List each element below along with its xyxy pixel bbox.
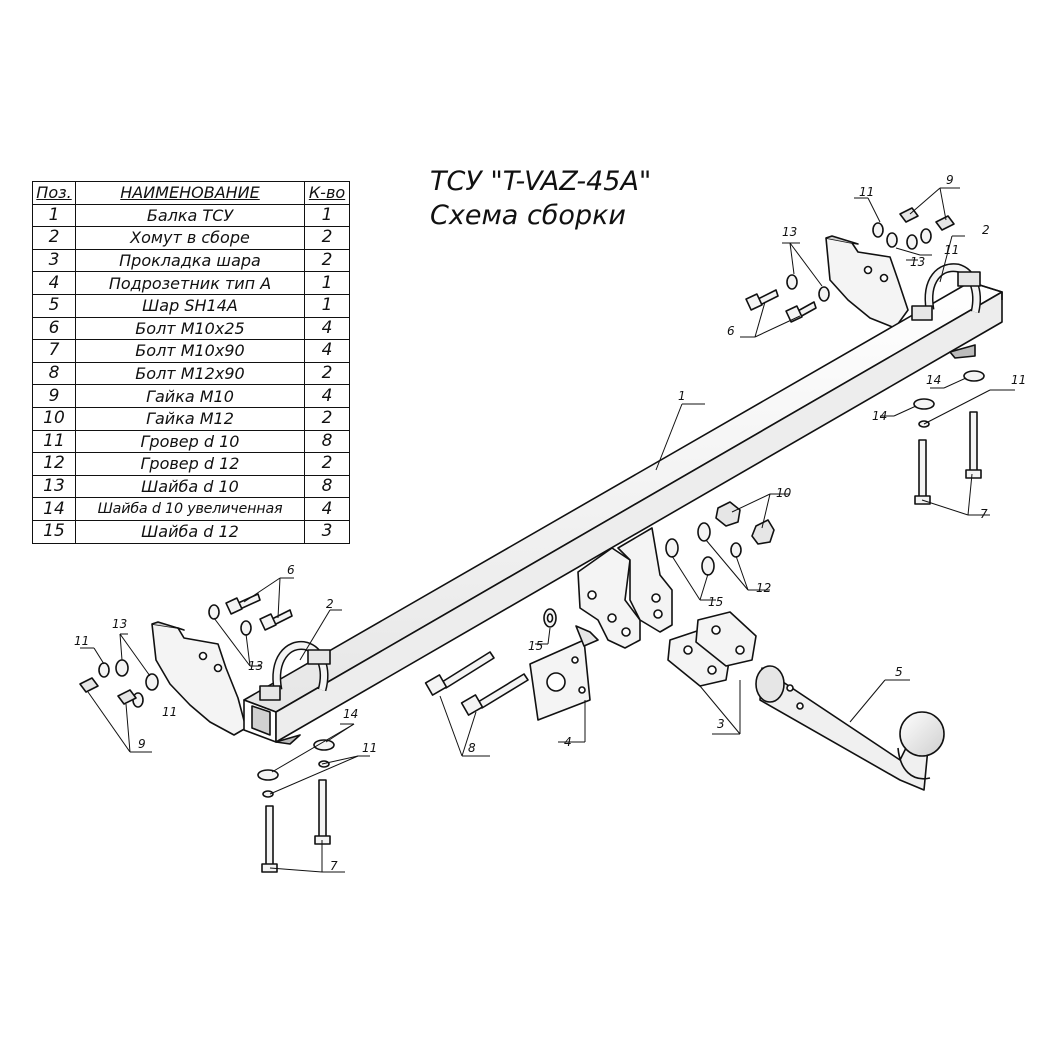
washers-right-top [786,207,955,302]
row-position: 10 [32,406,76,431]
left-clamp [259,640,331,701]
row-name: Гровер d 12 [75,452,305,476]
callout-4: 4 [564,735,572,749]
callout-12: 12 [756,581,771,595]
callout-11-c: 11 [1011,373,1026,387]
callout-10: 10 [776,486,792,500]
callout-8: 8 [468,741,476,755]
callout-11-a: 11 [859,185,874,199]
row-name: Шайба d 10 [75,474,305,499]
row-name: Шайба d 12 [75,519,305,544]
callout-2-right: 2 [982,223,990,237]
callout-7-right: 7 [980,507,988,521]
callout-13-a: 13 [782,225,797,239]
row-quantity: 3 [304,519,350,544]
callout-7-left: 7 [330,859,338,873]
callout-11-d: 11 [74,634,89,648]
callout-1: 1 [678,389,686,403]
header-position: Поз. [32,181,76,205]
callout-13-d: 13 [248,659,263,673]
right-mounting-bracket [825,235,909,329]
tow-ball-mount [755,665,945,791]
callout-13-c: 13 [112,617,127,631]
bolts-m10x90-left [257,739,335,873]
callout-labels: 1 2 2 3 4 5 6 6 7 7 8 9 9 10 11 11 11 11… [74,173,1026,873]
row-quantity: 2 [304,226,350,250]
drawing-title: ТСУ "T-VAZ-45A" Схема сборки [430,165,651,233]
callout-14-c: 14 [343,707,358,721]
callout-13-b: 13 [910,255,925,269]
center-hitch-plates [577,527,673,649]
callout-6-right: 6 [727,324,735,338]
bolts-m10x25-left [225,593,293,631]
row-position: 14 [32,497,76,521]
callout-15-b: 15 [528,639,543,653]
bolts-m10x90-right [913,370,985,505]
callout-14-b: 14 [872,409,887,423]
callout-11-f: 11 [362,741,377,755]
washers-left [79,604,252,708]
nuts-m12-and-washers [665,501,775,576]
bolts-m10x25-right [745,289,817,323]
callout-11-e: 11 [162,705,177,719]
callout-11-b: 11 [944,243,959,257]
row-quantity: 2 [304,406,350,431]
drawing-title-line2: Схема сборки [430,200,626,231]
callout-9-left: 9 [138,737,146,751]
callout-14-a: 14 [926,373,941,387]
washer-d12-left [543,608,557,628]
callout-6-left: 6 [287,563,295,577]
drawing-title-line1: ТСУ "T-VAZ-45A" [430,166,652,197]
main-beam [243,281,1003,745]
callout-9-right: 9 [946,173,954,187]
callout-3: 3 [717,717,725,731]
leader-lines [80,187,1015,873]
ball-spacers [667,611,757,687]
callout-5: 5 [895,665,903,679]
callout-2-left: 2 [326,597,334,611]
row-name: Гровер d 10 [75,429,305,454]
callout-15-a: 15 [708,595,723,609]
right-clamp [911,263,981,321]
row-quantity: 2 [304,248,350,273]
bolts-m12x90 [424,651,529,716]
socket-plate [529,625,599,721]
row-quantity: 4 [304,497,350,521]
row-position: 15 [32,519,76,544]
